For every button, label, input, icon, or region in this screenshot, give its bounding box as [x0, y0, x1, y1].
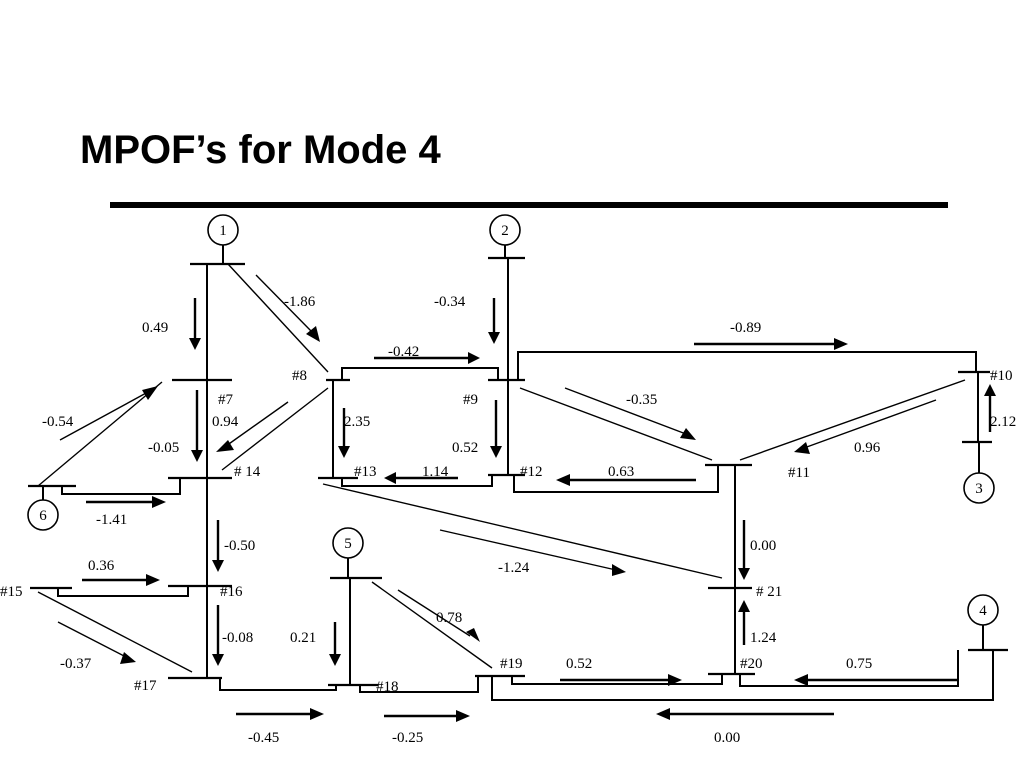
- flow-label-5-18: 0.21: [290, 630, 316, 646]
- bus-12-label: #12: [520, 464, 543, 480]
- flow-label-14-16: -0.50: [224, 538, 255, 554]
- flow-label-11-21: 0.00: [750, 538, 776, 554]
- flow-label-10-11: 0.96: [854, 440, 881, 456]
- flow-label-1-8: -1.86: [284, 294, 316, 310]
- bus-20-label: #20: [740, 656, 763, 672]
- flow-label-9-10: -0.89: [730, 320, 761, 336]
- flow-label-6-7: -0.54: [42, 414, 74, 430]
- bus-9-label: #9: [463, 392, 478, 408]
- flow-label-16-17: -0.08: [222, 630, 253, 646]
- generator-3: 3: [963, 442, 995, 504]
- title-underline: [110, 202, 948, 208]
- flow-label-2-9: -0.34: [434, 294, 466, 310]
- flow-label-5-19: 0.78: [436, 610, 462, 626]
- flow-label-4-20: 0.75: [846, 656, 872, 672]
- flow-label-3-10: 2.12: [990, 414, 1016, 430]
- flow-label-14: -0.05: [148, 440, 179, 456]
- bus-15-label: #15: [0, 584, 23, 600]
- generator-5-label: 5: [344, 536, 352, 552]
- flow-arrows: [57, 274, 996, 722]
- generator-4-label: 4: [979, 603, 987, 619]
- page-title: MPOF’s for Mode 4: [80, 128, 441, 172]
- bus-8-label: #8: [292, 368, 307, 384]
- bus-16-label: #16: [220, 584, 243, 600]
- bus-bars: [28, 256, 1008, 687]
- generator-1: 1: [207, 214, 239, 264]
- flow-label-13-21: -1.24: [498, 560, 530, 576]
- bus-14-label: # 14: [234, 464, 261, 480]
- bus-13-label: #13: [354, 464, 377, 480]
- flow-label-1-7: 0.49: [142, 320, 168, 336]
- generator-5: 5: [332, 527, 364, 578]
- generator-6-label: 6: [39, 508, 47, 524]
- generator-4: 4: [967, 594, 999, 650]
- flow-label-11-12: 0.63: [608, 464, 634, 480]
- flow-label-8-13: 2.35: [344, 414, 370, 430]
- flow-label-18-19: -0.25: [392, 730, 423, 746]
- flow-label-9-11: -0.35: [626, 392, 657, 408]
- flow-label-6-14: -1.41: [96, 512, 127, 528]
- flow-label-12-13: 1.14: [422, 464, 449, 480]
- flow-label-4-19: 0.00: [714, 730, 740, 746]
- flow-label-15-16: 0.36: [88, 558, 115, 574]
- flow-label-8-9: -0.42: [388, 344, 419, 360]
- bus-21-label: # 21: [756, 584, 782, 600]
- generator-1-label: 1: [219, 223, 227, 239]
- generator-2-label: 2: [501, 223, 509, 239]
- transmission-lines: [37, 258, 994, 701]
- flow-label-20-21: 1.24: [750, 630, 777, 646]
- bus-19-label: #19: [500, 656, 523, 672]
- bus-17-label: #17: [134, 678, 157, 694]
- bus-labels: #7 #8 #9 #10 #11 #12 #13 # 14 #15 #16 #1…: [0, 368, 1013, 695]
- bus-11-label: #11: [788, 465, 810, 481]
- flow-label-9-12: 0.52: [452, 440, 478, 456]
- bus-10-label: #10: [990, 368, 1013, 384]
- flow-labels: 0.49 -1.86 -0.34 -0.42 -0.89 -0.35 -0.54…: [42, 294, 1016, 746]
- bus-18-label: #18: [376, 679, 399, 695]
- generator-3-label: 3: [975, 481, 983, 497]
- generator-6: 6: [27, 486, 59, 531]
- generator-2: 2: [489, 214, 521, 258]
- flow-label-15-17: -0.37: [60, 656, 92, 672]
- flow-label-17-18: -0.45: [248, 730, 279, 746]
- flow-label-19-20: 0.52: [566, 656, 592, 672]
- bus-7-label: #7: [218, 392, 234, 408]
- flow-label-7-14: 0.94: [212, 414, 239, 430]
